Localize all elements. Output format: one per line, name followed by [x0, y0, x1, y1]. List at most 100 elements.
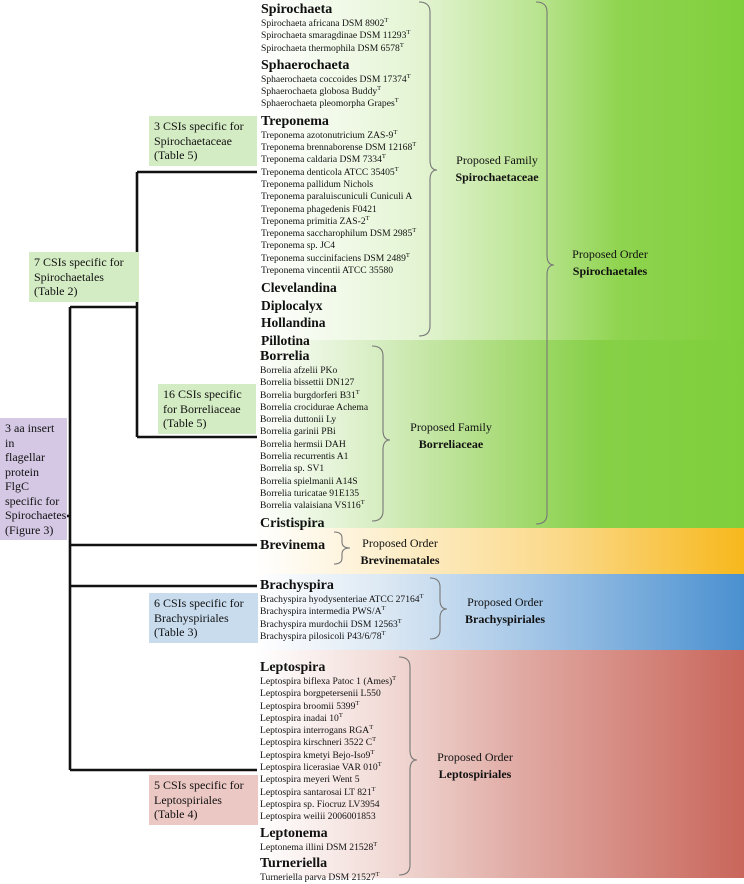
genus-label: Brachyspira	[260, 578, 334, 593]
type-strain-superscript: T	[371, 785, 376, 793]
csi-text: Spirochaetales	[34, 269, 104, 284]
species-name: Spirochaeta smaragdinae DSM 11293	[261, 30, 407, 42]
type-strain-superscript: T	[369, 724, 374, 732]
genus-label: Leptospira	[260, 660, 326, 675]
type-strain-superscript: T	[377, 85, 382, 93]
species-name: Borrelia duttonii Ly	[260, 414, 337, 426]
species-label: Treponema primitia ZAS-2T	[261, 215, 416, 228]
csi-text: 16 CSIs specific	[163, 387, 242, 401]
brevinematales-band	[0, 528, 744, 574]
csi-text: Spirochaetaceae	[154, 133, 232, 148]
genus-label: Brevinema	[260, 538, 326, 553]
species-label: Sphaerochaeta coccoides DSM 17374T	[261, 72, 416, 86]
species-name: Borrelia burgdorferi B31	[260, 389, 356, 401]
species-name: Leptospira inadai 10	[260, 712, 339, 724]
species-label: Borrelia burgdorferi B31T	[260, 389, 368, 402]
species-name: Treponema phagedenis F0421	[261, 203, 377, 215]
species-label: Leptospira licerasiae VAR 010T	[260, 761, 396, 774]
species-name: Leptospira santarosai LT 821	[260, 786, 372, 798]
species-name: Brachyspira hyodysenteriae ATCC 27164	[260, 594, 420, 605]
type-strain-superscript: T	[375, 870, 380, 878]
species-label: Leptospira kirschneri 3522 CT	[260, 737, 396, 749]
type-strain-superscript: T	[412, 227, 417, 235]
type-strain-superscript: T	[381, 153, 386, 161]
species-label: Borrelia garinii PBi	[260, 426, 368, 438]
type-strain-superscript: T	[360, 499, 365, 507]
species-name: Treponema primitia ZAS-2	[261, 215, 366, 227]
species-label: Borrelia recurrentis A1	[260, 451, 368, 463]
species-label: Borrelia hermsii DAH	[260, 439, 368, 451]
csi-text: 5 CSIs specific for	[154, 778, 244, 792]
taxa-leptospiriales: Leptospira Leptospira biflexa Patoc 1 (A…	[260, 659, 396, 884]
species-label: Treponema azotonutricium ZAS-9T	[261, 129, 416, 142]
proposed-name: Borreliaceae	[418, 437, 484, 451]
species-name: Borrelia bissettii DN127	[260, 377, 355, 389]
species-name: Borrelia hermsii DAH	[260, 438, 346, 450]
type-strain-superscript: T	[381, 629, 386, 637]
csi-text: 7 CSIs specific for	[34, 255, 124, 269]
species-name: Borrelia turicatae 91E135	[260, 487, 360, 499]
species-label: Brachyspira pilosicoli P43/6/78T	[260, 629, 424, 643]
type-strain-superscript: T	[406, 72, 411, 80]
proposed-name: Leptospiriales	[438, 767, 512, 781]
csi-text: protein FlgC	[5, 464, 39, 494]
type-strain-superscript: T	[338, 711, 343, 719]
species-label: Treponema phagedenis F0421	[261, 204, 416, 216]
species-name: Treponema succinifaciens DSM 2489	[261, 252, 406, 264]
borreliaceae-band	[0, 340, 744, 528]
species-label: Spirochaeta smaragdinae DSM 11293T	[261, 30, 416, 42]
type-strain-superscript: T	[412, 141, 417, 149]
type-strain-superscript: T	[405, 251, 410, 259]
csi-text: (Table 3)	[154, 625, 198, 639]
type-strain-superscript: T	[419, 593, 424, 600]
species-name: Treponema paraluiscuniculi Cuniculi A	[261, 191, 413, 203]
species-name: Borrelia garinii PBi	[260, 426, 336, 438]
species-label: Borrelia turicatae 91E135	[260, 488, 368, 500]
species-name: Spirochaeta thermophila DSM 6578	[261, 42, 400, 54]
species-name: Leptospira kmetyi Bejo-Iso9	[260, 749, 371, 761]
species-label: Spirochaeta thermophila DSM 6578T	[261, 42, 416, 55]
type-strain-superscript: T	[381, 605, 386, 613]
tree-branches	[22, 170, 257, 772]
genus-label: Leptonema	[260, 825, 328, 841]
csi-text: Brachyspiriales	[154, 610, 229, 625]
species-name: Treponema caldaria DSM 7334	[261, 154, 382, 166]
species-label: Borrelia afzelii PKo	[260, 365, 368, 377]
species-label: Leptospira interrogans RGAT	[260, 724, 396, 737]
species-label: Leptospira broomii 5399T	[260, 700, 396, 713]
type-strain-superscript: T	[392, 675, 397, 682]
species-name: Turneriella parva DSM 21527	[260, 871, 376, 883]
species-label: Treponema sp. JC4	[261, 240, 416, 252]
species-name: Borrelia spielmanii A14S	[260, 475, 358, 487]
csi-box-borreliaceae: 16 CSIs specific for Borreliaceae (Table…	[158, 384, 256, 434]
species-name: Treponema saccharophilum DSM 2985	[261, 228, 413, 240]
proposed-prefix: Proposed Order	[572, 247, 648, 261]
species-label: Borrelia duttonii Ly	[260, 414, 368, 426]
species-name: Sphaerochaeta coccoides DSM 17374	[261, 73, 407, 85]
species-name: Borrelia valaisiana VS116	[260, 500, 361, 512]
species-label: Treponema caldaria DSM 7334T	[261, 154, 416, 166]
taxa-brachyspiriales: Brachyspira Brachyspira hyodysenteriae A…	[260, 577, 424, 643]
csi-text: (Table 4)	[154, 807, 198, 821]
species-name: Leptospira kirschneri 3522 C	[260, 737, 373, 749]
csi-text: flagellar	[5, 450, 45, 464]
genus-label: Turneriella	[260, 855, 328, 871]
csi-text: (Figure 3)	[5, 522, 54, 537]
species-label: Treponema vincentii ATCC 35580	[261, 265, 416, 277]
csi-box-spirochaetales: 7 CSIs specific for Spirochaetales (Tabl…	[29, 252, 139, 302]
proposed-prefix: Proposed Family	[456, 153, 538, 167]
type-strain-superscript: T	[370, 748, 375, 756]
species-name: Leptospira borgpetersenii L550	[260, 688, 381, 700]
proposed-family-spirochaetaceae: Proposed Family Spirochaetaceae	[444, 152, 550, 186]
species-name: Treponema azotonutricium ZAS-9	[261, 129, 394, 141]
leptospiriales-band	[0, 650, 744, 878]
species-name: Leptospira weilii 2006001853	[260, 811, 376, 823]
species-list: Turneriella parva DSM 21527T	[260, 870, 396, 884]
species-label: Borrelia crocidurae Achema	[260, 402, 368, 414]
proposed-prefix: Proposed Order	[362, 536, 438, 550]
